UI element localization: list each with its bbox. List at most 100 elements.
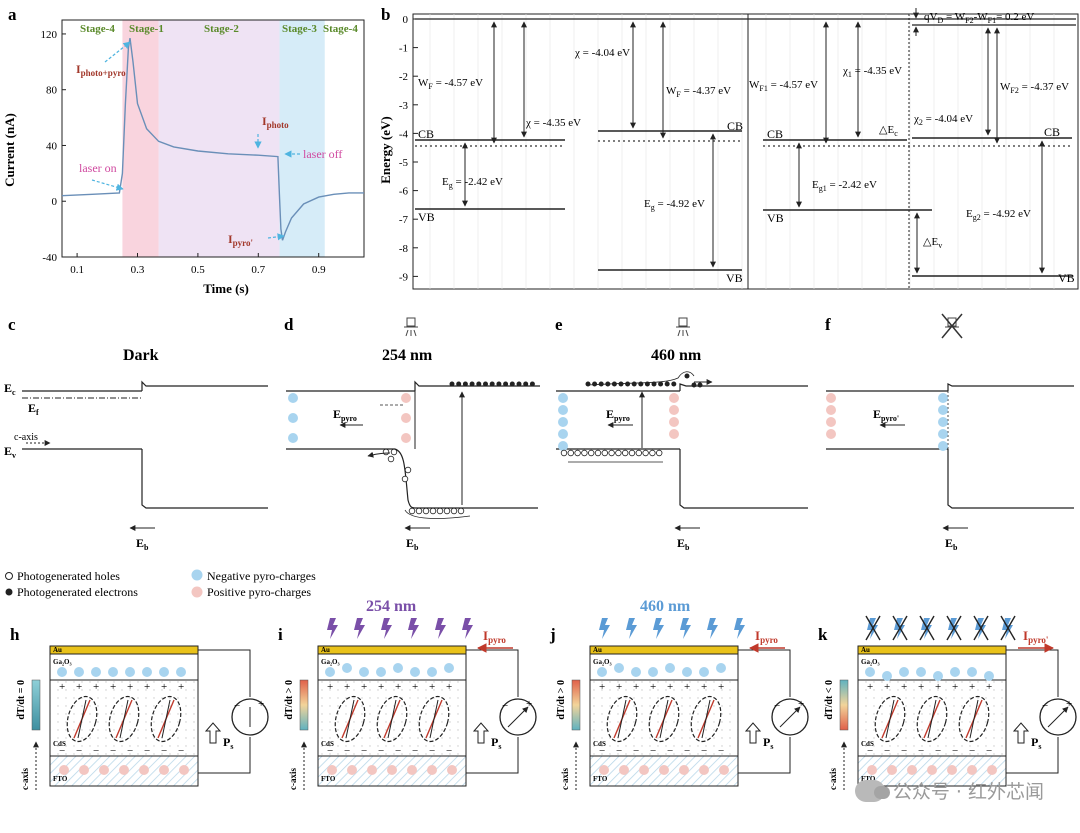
electron xyxy=(516,381,522,387)
electron xyxy=(456,381,462,387)
minus-mark: − xyxy=(935,745,941,757)
cds-chi-label: χ = -4.35 eV xyxy=(525,117,581,129)
plus-terminal: + xyxy=(258,698,264,710)
minus-terminal: − xyxy=(502,700,508,712)
hole xyxy=(581,449,588,457)
electron xyxy=(638,381,644,387)
dark-ef-label: Ef xyxy=(28,401,39,417)
e-eb-label: Eb xyxy=(677,536,690,552)
wire-top xyxy=(466,649,519,697)
d-epyro-label: Epyro xyxy=(333,407,357,423)
negative-charge xyxy=(614,663,624,673)
x-tick-label-4: 0.9 xyxy=(312,264,326,276)
hj-cb1-label: CB xyxy=(767,127,783,141)
plus-mark: + xyxy=(395,681,401,693)
electron xyxy=(618,381,624,387)
ga2o3-layer xyxy=(317,653,467,681)
positive-charge xyxy=(967,765,977,775)
positive-charge xyxy=(907,765,917,775)
stage-1-label: Stage-1 xyxy=(129,23,164,35)
x-tick-label-3: 0.7 xyxy=(251,264,265,276)
cds-text: CdS xyxy=(321,740,334,748)
e-electron-track xyxy=(587,371,695,386)
hole xyxy=(436,507,444,515)
plus-mark: + xyxy=(327,681,333,693)
minus-mark: − xyxy=(378,745,384,757)
d-holes xyxy=(382,448,465,515)
f-eb-label: Eb xyxy=(945,536,958,552)
ps-arrow-icon xyxy=(204,722,222,744)
dipole-domain xyxy=(916,695,948,743)
positive-charge xyxy=(947,765,957,775)
negative-charge xyxy=(393,663,403,673)
electron xyxy=(585,381,591,387)
e-positive-charges xyxy=(669,393,679,439)
hj-eg1-label: Eg1 = -2.42 eV xyxy=(812,179,877,193)
wire-top xyxy=(738,649,791,697)
stage-region-2 xyxy=(158,20,280,257)
fto-text: FTO xyxy=(53,775,68,783)
negative-charge xyxy=(359,667,369,677)
negative-charge xyxy=(865,667,875,677)
f-ec-right xyxy=(947,383,1074,391)
photo-pyro-annotation: Iphoto+pyro xyxy=(76,62,126,78)
positive-charge xyxy=(119,765,129,775)
c-axis-label: c-axis xyxy=(288,768,298,790)
light-bolt-icon xyxy=(707,618,718,639)
f-negative-charges xyxy=(938,393,948,451)
dipole-domain xyxy=(150,695,182,743)
positive-charge xyxy=(59,765,69,775)
ammeter-needle xyxy=(779,706,801,728)
positive-charge xyxy=(367,765,377,775)
dipole-black xyxy=(885,699,895,739)
dtdt-label: dT/dt < 0 xyxy=(824,680,835,720)
hj-cb2-label: CB xyxy=(1044,125,1060,139)
dipole-domain xyxy=(66,695,98,743)
positive-charge xyxy=(669,417,679,427)
pyro-arrow xyxy=(267,233,285,241)
plus-terminal: + xyxy=(526,698,532,710)
minus-mark: − xyxy=(327,745,333,757)
negative-charge xyxy=(938,393,948,403)
d-hole-arrow xyxy=(367,451,391,458)
electron xyxy=(644,381,650,387)
plus-mark: + xyxy=(110,681,116,693)
minus-mark: − xyxy=(144,745,150,757)
energy-tick-label-4: -4 xyxy=(399,128,409,140)
positive-charge xyxy=(401,393,411,403)
panel-c-label: c xyxy=(8,315,16,334)
minus-mark: − xyxy=(412,745,418,757)
wire-bottom xyxy=(466,737,519,774)
light-bolt-icon xyxy=(435,618,446,639)
dipole-domain xyxy=(606,695,638,743)
light-bolt-icon xyxy=(408,618,419,639)
plus-mark: + xyxy=(144,681,150,693)
x-tick-label-2: 0.5 xyxy=(191,264,205,276)
hole xyxy=(601,449,608,457)
negative-charge xyxy=(57,667,67,677)
minus-mark: − xyxy=(901,745,907,757)
positive-charge xyxy=(669,429,679,439)
positive-charge xyxy=(79,765,89,775)
electron xyxy=(469,381,475,387)
positive-charge xyxy=(659,765,669,775)
panel-i-label: i xyxy=(278,625,283,644)
minus-terminal: − xyxy=(1042,700,1048,712)
positive-charge xyxy=(447,765,457,775)
negative-charge xyxy=(558,429,568,439)
hole xyxy=(404,466,412,474)
legend-neg-marker xyxy=(191,569,203,581)
e-epyro-label: Epyro xyxy=(606,407,630,423)
dark-ev-label: Ev xyxy=(4,444,16,460)
panel-d-label: d xyxy=(284,315,294,334)
dipole-black xyxy=(659,699,669,739)
x-tick-label-1: 0.3 xyxy=(131,264,145,276)
ga2o3-eg-label: Eg = -4.92 eV xyxy=(644,198,705,212)
ga2o3-text: Ga₂O₃ xyxy=(321,658,340,666)
chart-a-ylabel: Current (nA) xyxy=(2,113,17,187)
plus-mark: + xyxy=(650,681,656,693)
positive-charge xyxy=(179,765,189,775)
electron xyxy=(592,381,598,387)
dark-ec-label: Ec xyxy=(4,381,16,397)
